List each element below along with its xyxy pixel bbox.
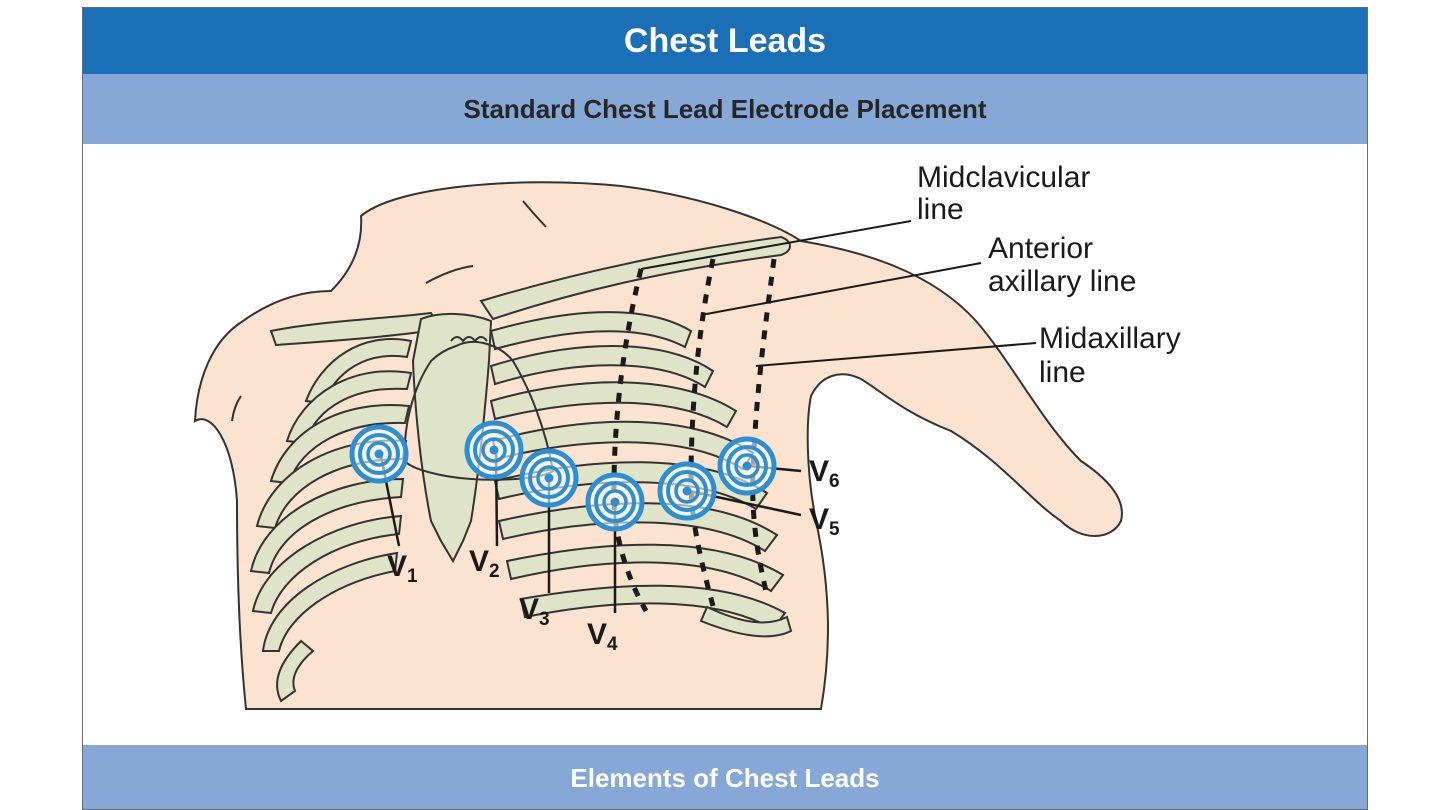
- midclavicular-label-line1: Midclavicular: [917, 161, 1090, 194]
- electrode-icon-v1: [349, 424, 409, 484]
- right-ribs: [489, 311, 793, 638]
- lead-label-v3: V3: [519, 593, 550, 630]
- electrode-icon-v6: [717, 436, 777, 496]
- electrode-group: [349, 420, 777, 532]
- midaxillary-label-line1: Midaxillary: [1039, 322, 1181, 355]
- anterior-axillary-label-line2: axillary line: [988, 265, 1136, 298]
- electrode-icon-v3: [519, 448, 579, 508]
- right-clavicle: [479, 235, 791, 321]
- heart-vessels: [450, 336, 488, 343]
- lead-label-v2: V2: [469, 545, 500, 582]
- slide-frame: Chest Leads Standard Chest Lead Electrod…: [82, 7, 1368, 810]
- page-title: Chest Leads: [83, 8, 1367, 74]
- electrode-icon-v4: [585, 472, 645, 532]
- section-footer: Elements of Chest Leads: [83, 745, 1367, 809]
- electrode-icon-v2: [464, 420, 524, 480]
- midaxillary-label-line2: line: [1039, 356, 1086, 389]
- diagram-subtitle: Standard Chest Lead Electrode Placement: [83, 74, 1367, 144]
- arm-contour: [231, 395, 242, 422]
- lead-label-v6: V6: [809, 455, 840, 492]
- chest-lead-diagram: Midclavicular line Anterior axillary lin…: [193, 161, 1181, 710]
- lead-label-v1: V1: [387, 550, 418, 587]
- anterior-axillary-label-line1: Anterior: [988, 232, 1093, 265]
- midclavicular-label-line2: line: [917, 193, 964, 226]
- sternum: [411, 312, 493, 564]
- lead-label-v4: V4: [587, 618, 618, 655]
- neck-contour: [522, 200, 547, 228]
- shoulder-contour: [425, 265, 474, 284]
- heart-outline: [403, 341, 555, 481]
- reference-leader-lines: [640, 220, 1037, 367]
- electrode-icon-v5: [657, 461, 717, 521]
- lead-label-v5: V5: [809, 503, 840, 540]
